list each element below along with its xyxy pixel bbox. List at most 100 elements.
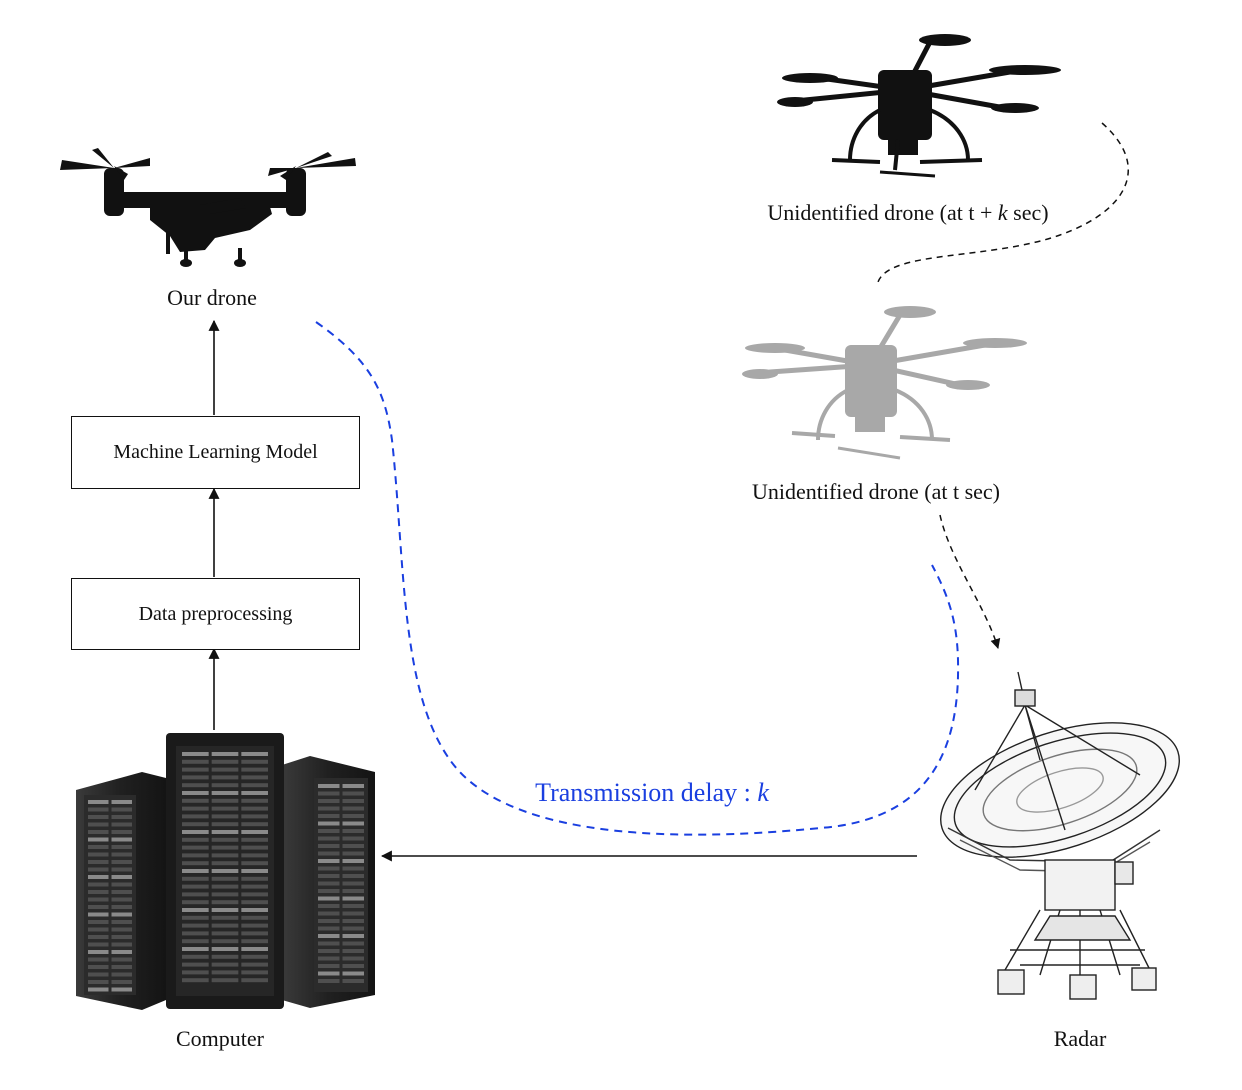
transmission-delay-text: Transmission delay : [535,778,758,807]
server-slot [342,821,364,826]
server-slot [318,799,340,803]
radar-label: Radar [1053,1026,1107,1051]
server-slot [342,964,364,968]
server-slot [88,882,109,887]
server-slot [241,814,268,819]
server-slot [182,837,209,842]
server-slot [111,897,132,902]
server-slot [241,962,268,967]
server-slot [318,979,340,983]
server-slot [211,853,239,858]
server-slot [88,957,109,962]
server-slot [241,830,268,834]
server-slot [342,814,364,818]
server-slot [241,775,268,780]
server-slot [182,783,209,788]
server-slot [88,905,109,909]
server-slot [211,752,239,756]
server-slot [342,979,364,983]
server-slot [241,783,268,788]
server-slot [182,767,209,772]
server-slot [211,900,239,905]
server-slot [182,931,209,936]
server-slot [241,970,268,975]
server-slot [211,767,239,772]
radar-dish-icon [940,671,1180,1000]
unidentified-drone-future-text: Unidentified drone (at t + [767,200,998,225]
server-slot [318,784,340,788]
server-slot [241,915,268,920]
server-slot [318,956,340,961]
unidentified-drone-future-label: Unidentified drone (at t + k sec) [767,200,1048,226]
server-slot [318,896,340,901]
server-slot [182,869,209,873]
unidentified-drone-future-suffix: sec) [1007,200,1049,225]
server-slot [318,851,340,856]
data-preprocessing-box: Data preprocessing [71,578,360,650]
server-slot [342,844,364,848]
server-slot [111,822,132,827]
server-slot [182,962,209,967]
server-slot [182,900,209,905]
server-slot [211,806,239,811]
server-slot [318,904,340,908]
server-slot [211,962,239,967]
server-slot [111,972,132,977]
server-slot [211,830,239,834]
server-slot [211,970,239,975]
server-slot [241,837,268,842]
server-slot [318,971,340,976]
server-slot [211,798,239,803]
server-slot [111,800,132,804]
server-slot [342,971,364,976]
server-slot [342,956,364,961]
server-slot [211,939,239,944]
server-slot [182,978,209,983]
server-slot [88,965,109,969]
server-slot [88,890,109,894]
server-slot [182,923,209,928]
server-slot [318,926,340,931]
server-slot [318,829,340,833]
server-slot [111,905,132,909]
server-slot [88,807,109,812]
server-slot [342,784,364,788]
server-slot [342,851,364,856]
server-slot [318,836,340,841]
server-slot [211,759,239,764]
server-slot [88,920,109,924]
server-slot [241,978,268,983]
server-slot [241,900,268,905]
unidentified-drone-future-var: k [997,200,1008,225]
server-slot [182,908,209,912]
server-slot [88,830,109,834]
server-slot [342,904,364,908]
server-slot [211,845,239,850]
transmission-delay-var: k [757,778,769,807]
server-slot [111,852,132,857]
server-slot [111,987,132,992]
server-slot [211,915,239,920]
server-slot [342,874,364,878]
server-slot [182,892,209,897]
server-slot [182,830,209,834]
server-slot [211,869,239,873]
server-slot [111,845,132,849]
server-slot [111,935,132,939]
server-slot [318,874,340,878]
server-slot [342,799,364,803]
server-slot [342,934,364,938]
server-slot [111,867,132,872]
transmission-delay-label: Transmission delay : k [535,778,769,808]
server-slot [241,853,268,858]
server-slot [211,908,239,912]
server-slot [182,915,209,920]
server-slot [241,884,268,889]
server-slot [241,908,268,912]
computer-server-icon [76,733,375,1010]
our-drone-label: Our drone [167,285,257,310]
server-slot [111,950,132,954]
server-slot [318,949,340,953]
server-slot [342,896,364,901]
